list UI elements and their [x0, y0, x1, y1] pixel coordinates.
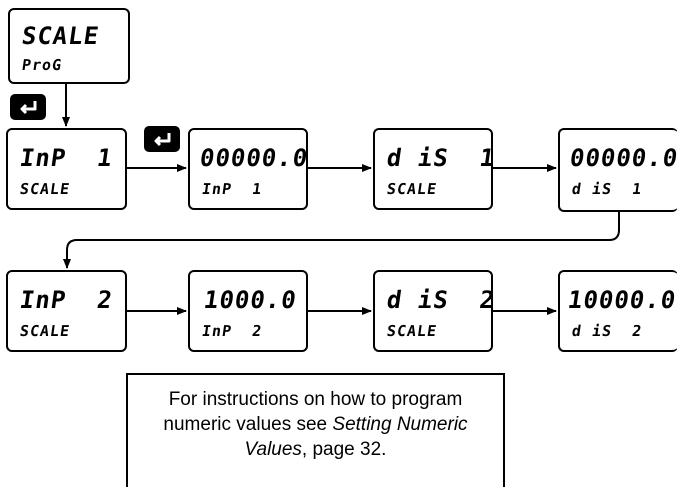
display-dis2-scale: d iS 2 SCALE [373, 270, 497, 352]
display-bottom-text: InP 1 [200, 180, 264, 198]
arrow-wrap-row1-to-row2 [63, 212, 620, 269]
display-bottom-text: SCALE [18, 180, 72, 198]
display-top-text: 10000.0 [566, 286, 677, 314]
display-dis2-value: 10000.0 d iS 2 [558, 270, 677, 352]
display-inp1-scale: InP 1 SCALE [6, 128, 127, 210]
note-line-1: For instructions on how to program [168, 389, 463, 410]
display-bottom-text: ProG [20, 56, 64, 74]
display-inp2-value: 1000.0 InP 2 [188, 270, 308, 352]
display-inp2-scale: InP 2 SCALE [6, 270, 127, 352]
display-bottom-text: SCALE [18, 322, 72, 340]
note-line-3: Values, page 32. [128, 437, 503, 462]
note-page-ref: , page 32. [301, 439, 387, 460]
display-top-text: InP 1 [18, 144, 115, 172]
display-bottom-text: d iS 2 [570, 322, 644, 340]
display-bottom-text: SCALE [385, 180, 439, 198]
display-scale-prog: SCALE ProG [8, 8, 130, 84]
note-reference-link: Setting Numeric [332, 414, 468, 435]
display-dis1-value: 00000.0 d iS 1 [558, 128, 677, 212]
display-top-text: 1000.0 [202, 286, 299, 314]
display-top-text: 00000.0 [198, 144, 311, 172]
display-top-text: d iS 1 [385, 144, 498, 172]
enter-key-icon [10, 94, 46, 120]
display-top-text: d iS 2 [385, 286, 498, 314]
note-reference-link-cont: Values [244, 439, 302, 460]
display-dis1-scale: d iS 1 SCALE [373, 128, 497, 210]
note-line-2: numeric values see Setting Numeric [128, 412, 503, 437]
enter-key-icon [144, 126, 180, 152]
display-top-text: 00000.0 [568, 144, 677, 172]
display-top-text: SCALE [20, 22, 102, 50]
display-bottom-text: d iS 1 [570, 180, 644, 198]
note-line-2-text: numeric values see [163, 414, 333, 435]
instruction-note: For instructions on how to program numer… [126, 373, 505, 487]
display-inp1-value: 00000.0 InP 1 [188, 128, 311, 210]
display-bottom-text: SCALE [385, 322, 439, 340]
display-top-text: InP 2 [18, 286, 115, 314]
display-bottom-text: InP 2 [200, 322, 264, 340]
